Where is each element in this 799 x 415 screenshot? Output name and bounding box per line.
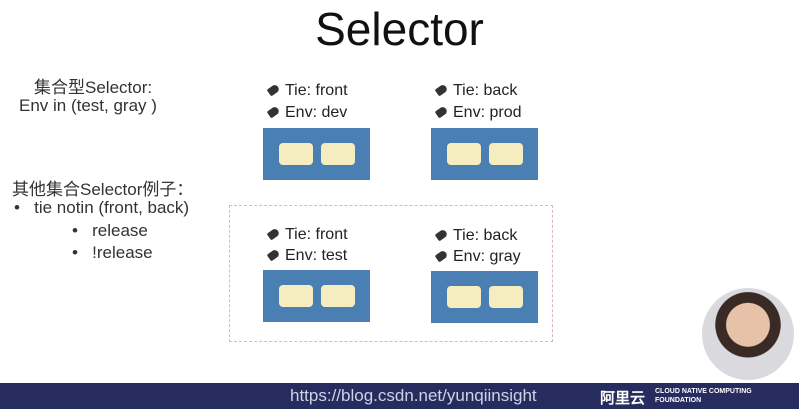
tag-icon bbox=[266, 105, 281, 119]
bullet-text: tie notin (front, back) bbox=[34, 198, 190, 217]
selection-boundary bbox=[229, 205, 553, 342]
container bbox=[489, 143, 523, 165]
tag-icon bbox=[266, 248, 281, 262]
tag-icon bbox=[266, 227, 281, 241]
container bbox=[279, 143, 313, 165]
set-selector-expression: Env in (test, gray ) bbox=[19, 96, 157, 115]
label-tie: Tie: back bbox=[434, 227, 517, 245]
bullet-item: • release bbox=[72, 221, 148, 240]
container bbox=[447, 143, 481, 165]
label-env: Env: prod bbox=[434, 104, 521, 122]
bullet-text: !release bbox=[92, 243, 153, 262]
container bbox=[279, 285, 313, 307]
label-env: Env: test bbox=[266, 247, 347, 265]
tag-icon bbox=[434, 105, 449, 119]
container bbox=[321, 285, 355, 307]
presenter-video bbox=[702, 288, 794, 380]
tag-icon bbox=[434, 228, 449, 242]
heading-set-selector: 集合型Selector: bbox=[34, 78, 153, 97]
footer-bar: 阿里云 CLOUD NATIVE COMPUTING FOUNDATION bbox=[0, 383, 799, 409]
pod bbox=[263, 128, 370, 180]
container bbox=[447, 286, 481, 308]
aliyun-logo: 阿里云 bbox=[600, 390, 646, 407]
container bbox=[321, 143, 355, 165]
bullet-item: • tie notin (front, back) bbox=[14, 198, 190, 217]
label-env: Env: gray bbox=[434, 248, 521, 266]
tag-icon bbox=[266, 83, 281, 97]
slide-title: Selector bbox=[315, 3, 484, 55]
bullet-item: • !release bbox=[72, 243, 153, 262]
tag-icon bbox=[434, 83, 449, 97]
pod bbox=[431, 271, 538, 323]
cncf-logo: CLOUD NATIVE COMPUTING FOUNDATION bbox=[655, 388, 752, 404]
pod bbox=[431, 128, 538, 180]
label-tie: Tie: back bbox=[434, 82, 517, 100]
tag-icon bbox=[434, 249, 449, 263]
label-env: Env: dev bbox=[266, 104, 347, 122]
watermark: https://blog.csdn.net/yunqiinsight bbox=[290, 386, 537, 405]
pod bbox=[263, 270, 370, 322]
heading-other-examples: 其他集合Selector例子： bbox=[12, 180, 194, 199]
label-tie: Tie: front bbox=[266, 82, 348, 100]
bullet-text: release bbox=[92, 221, 148, 240]
label-tie: Tie: front bbox=[266, 226, 348, 244]
container bbox=[489, 286, 523, 308]
